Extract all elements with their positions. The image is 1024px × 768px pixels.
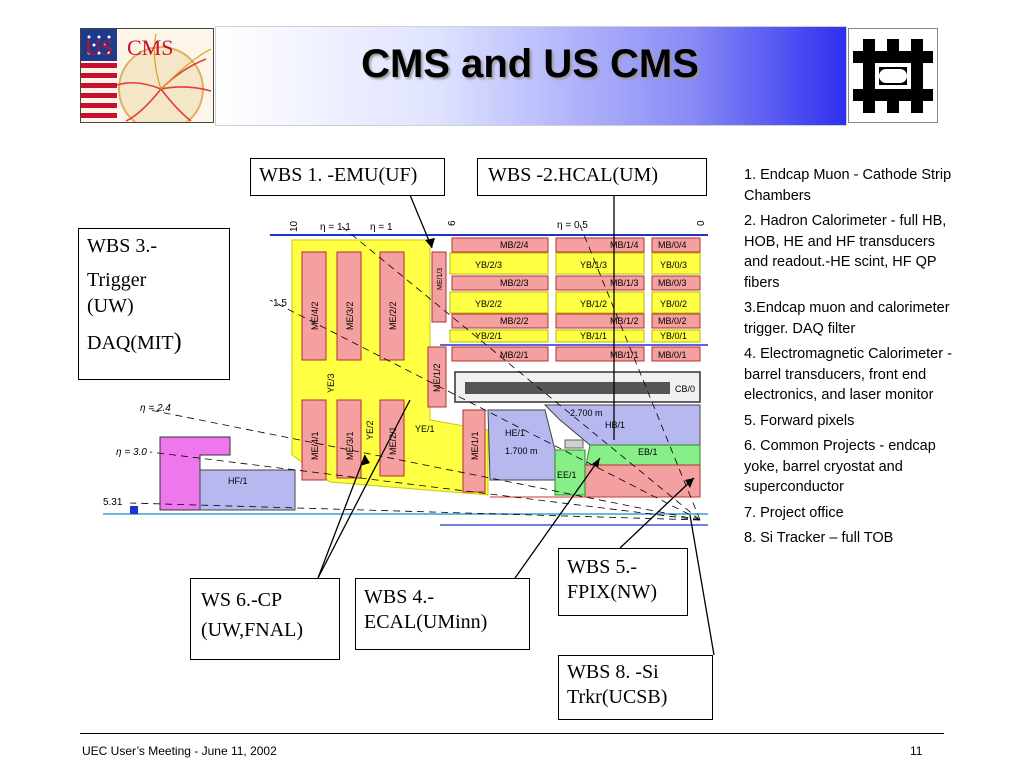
label-yb12: YB/1/2 [580, 299, 607, 309]
label-ye1: YE/1 [415, 424, 435, 434]
logo-us-text: US [85, 35, 113, 60]
note-item: 3.Endcap muon and calorimeter trigger. D… [744, 300, 950, 337]
label-mb23: MB/2/3 [500, 278, 529, 288]
label-yb11: YB/1/1 [580, 331, 607, 341]
title-band [215, 26, 847, 126]
label-yb02: YB/0/2 [660, 299, 687, 309]
label-mb03: MB/0/3 [658, 278, 687, 288]
note-item: 4. Electromagnetic Calorimeter - barrel … [744, 346, 952, 403]
footer-divider [80, 733, 944, 734]
wbs8-line2: Trkr(UCSB) [567, 686, 668, 708]
wbs2-hcal-label: WBS -2.HCAL(UM) [488, 164, 658, 186]
eta-1-label: η = 1 [370, 222, 393, 233]
wbs2-hcal-box: WBS -2.HCAL(UM) [477, 158, 707, 196]
wbs3-trigger-box: WBS 3.- Trigger (UW) DAQ(MIT) [78, 228, 230, 380]
wbs3-line3: (UW) [87, 295, 134, 317]
eta-3-0-label: η = 3.0 [116, 447, 147, 458]
eta-0-5-label: η = 0.5 [557, 220, 588, 231]
tick-0: 0 [696, 220, 707, 226]
label-me41: ME/4/1 [310, 431, 320, 460]
label-mb21: MB/2/1 [500, 350, 529, 360]
label-yb21: YB/2/1 [475, 331, 502, 341]
label-me13: ME/1/3 [437, 268, 444, 290]
note-item: 5. Forward pixels [744, 412, 855, 429]
tick-15: 1.5 [273, 298, 287, 309]
wbs6-cp-box: WS 6.-CP (UW,FNAL) [190, 578, 340, 660]
wbs3-line4: DAQ(MIT [87, 332, 174, 354]
label-dim-1700: 1.700 m [505, 446, 538, 456]
label-mb11: MB/1/1 [610, 350, 639, 360]
wbs8-si-box: WBS 8. -Si Trkr(UCSB) [558, 655, 713, 720]
label-hf1: HF/1 [228, 476, 248, 486]
label-mb04: MB/0/4 [658, 240, 687, 250]
wbs3-line4-paren: ) [173, 329, 182, 355]
slide-title: CMS and US CMS [361, 42, 699, 86]
wbs4-line1: WBS 4.- [364, 586, 434, 608]
tick-10: 10 [289, 220, 300, 232]
cms-detector-quadrant-diagram: 10 6 0 1.5 η = 1.1 η = 1 η = 0.5 η = 2.4… [100, 220, 708, 526]
eta-5-31-label: η = 5.31 [100, 497, 123, 508]
label-me31: ME/3/1 [345, 431, 355, 460]
uscms-logo: US CMS [80, 28, 214, 123]
label-eb1: EB/1 [638, 447, 658, 457]
note-item: 2. Hadron Calorimeter - full HB, HOB, HE… [744, 213, 947, 291]
label-yb03: YB/0/3 [660, 260, 687, 270]
wbs6-line2: (UW,FNAL) [201, 619, 304, 641]
wbs5-line1: WBS 5.- [567, 556, 637, 578]
label-ye3: YE/3 [326, 373, 336, 393]
label-he1: HE/1 [505, 428, 525, 438]
label-me12: ME/1/2 [432, 363, 442, 392]
label-hb1: HB/1 [605, 420, 625, 430]
wbs1-emu-box: WBS 1. -EMU(UF) [250, 158, 445, 196]
wbs1-emu-label: WBS 1. -EMU(UF) [259, 164, 418, 186]
label-me21: ME/2/1 [388, 426, 398, 455]
label-mb22: MB/2/2 [500, 316, 529, 326]
label-mb02: MB/0/2 [658, 316, 687, 326]
label-me11: ME/1/1 [470, 431, 480, 460]
wbs3-line1: WBS 3.- [87, 235, 157, 257]
label-mb14: MB/1/4 [610, 240, 639, 250]
eta-1-1-label: η = 1.1 [320, 222, 351, 233]
label-mb01: MB/0/1 [658, 350, 687, 360]
eta-2-4-label: η = 2.4 [140, 403, 171, 414]
wbs4-line2: ECAL(UMinn) [364, 611, 488, 633]
note-item: 6. Common Projects - endcap yoke, barrel… [744, 438, 936, 495]
note-item: 8. Si Tracker – full TOB [744, 530, 894, 546]
wbs8-line1: WBS 8. -Si [567, 661, 659, 683]
logo-cms-text: CMS [127, 35, 173, 60]
label-me32: ME/3/2 [345, 301, 355, 330]
note-item: 7. Project office [744, 504, 844, 521]
label-yb22: YB/2/2 [475, 299, 502, 309]
label-dim-2700: 2.700 m [570, 408, 603, 418]
wbs5-fpix-box: WBS 5.- FPIX(NW) [558, 548, 688, 616]
label-mb12: MB/1/2 [610, 316, 639, 326]
label-ye2: YE/2 [365, 420, 375, 440]
label-mb24: MB/2/4 [500, 240, 529, 250]
label-me22: ME/2/2 [388, 301, 398, 330]
label-ee1: EE/1 [557, 470, 577, 480]
label-me42: ME/4/2 [310, 301, 320, 330]
label-yb01: YB/0/1 [660, 331, 687, 341]
wbs-notes-list: 1. Endcap Muon - Cathode Strip Chambers … [744, 165, 959, 554]
label-yb13: YB/1/3 [580, 260, 607, 270]
label-yb23: YB/2/3 [475, 260, 502, 270]
note-item: 1. Endcap Muon - Cathode Strip Chambers [744, 167, 952, 204]
wbs4-ecal-box: WBS 4.- ECAL(UMinn) [355, 578, 530, 650]
wbs5-line2: FPIX(NW) [567, 581, 657, 603]
wbs3-line2: Trigger [87, 269, 147, 291]
tick-6: 6 [447, 220, 458, 226]
fermilab-logo [848, 28, 938, 123]
footer-meeting: UEC User’s Meeting - June 11, 2002 [82, 744, 277, 758]
label-cb0: CB/0 [675, 384, 695, 394]
footer-page-number: 11 [910, 744, 923, 758]
wbs6-line1: WS 6.-CP [201, 589, 283, 611]
label-mb13: MB/1/3 [610, 278, 639, 288]
